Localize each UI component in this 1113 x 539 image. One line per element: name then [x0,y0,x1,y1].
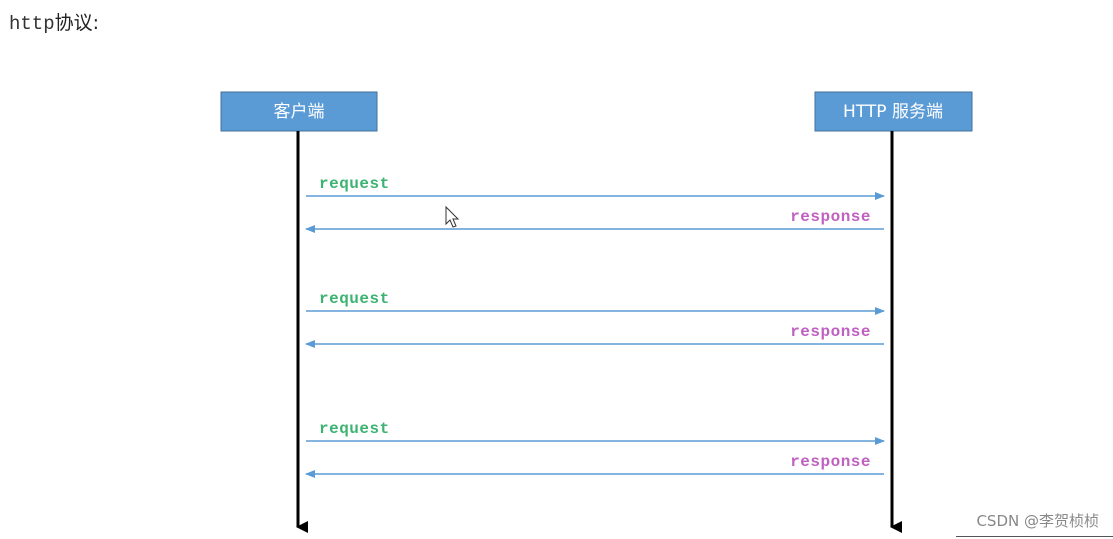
heading-protocol-name: http [9,13,55,35]
watermark: CSDN @李贺桢桢 [976,512,1099,530]
message-list: request response request response request res… [305,175,885,478]
server-label: HTTP 服务端 [843,102,943,122]
page-heading: http协议: [9,10,99,37]
corner-divider [956,536,1113,537]
server-box [814,91,973,132]
client-box [220,91,378,132]
request-label: request [319,290,390,308]
response-label: response [790,453,871,471]
response-label: response [790,323,871,341]
response-label: response [790,208,871,226]
request-label: request [319,175,390,193]
mouse-cursor-icon [445,205,460,228]
heading-suffix: 协议: [54,12,100,34]
request-label: request [319,420,390,438]
client-label: 客户端 [274,102,325,122]
client-participant: 客户端 [220,91,378,132]
server-participant: HTTP 服务端 [814,91,973,132]
